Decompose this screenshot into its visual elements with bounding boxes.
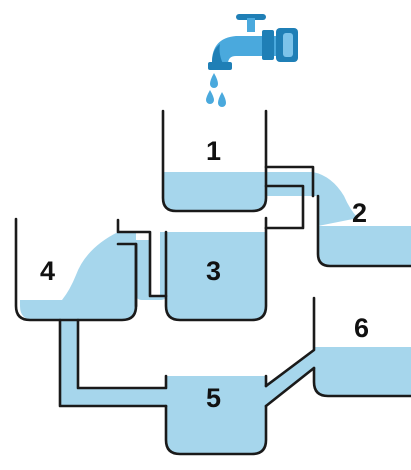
- pipe-4-5-outer-wall: [58, 318, 168, 408]
- water-tube-3-4: [136, 240, 166, 300]
- label-vessel-6: 6: [354, 313, 369, 343]
- water-pipe-4-5: [60, 318, 166, 406]
- tube-3-4-wall: [116, 218, 168, 298]
- vessel-1-wall: [161, 109, 268, 213]
- label-vessel-1: 1: [206, 136, 221, 166]
- pipe-1-2-bottom-wall: [264, 184, 305, 230]
- pipe-1-2-top-wall: [264, 165, 315, 198]
- faucet-icon: [208, 14, 298, 70]
- label-vessel-2: 2: [352, 198, 367, 228]
- faucet-ring: [262, 30, 274, 60]
- water-vessel-6: [314, 347, 411, 396]
- water-drop-icon: [210, 73, 218, 88]
- faucet-spout: [208, 62, 232, 70]
- label-vessel-5: 5: [206, 383, 221, 413]
- faucet-body-shade: [212, 44, 224, 66]
- faucet-handle-bar: [236, 14, 266, 20]
- water-pipe-5-6: [266, 350, 314, 406]
- label-vessel-4: 4: [40, 256, 55, 286]
- water-vessel-4: [20, 232, 136, 320]
- pipe-5-6-wall: [264, 296, 316, 388]
- water-layer: [20, 172, 411, 454]
- vessel-2-wall: [316, 194, 411, 268]
- water-drop-icon: [218, 92, 226, 107]
- water-vessel-2: [318, 226, 411, 266]
- vessel-5-wall: [164, 404, 268, 456]
- water-vessel-5: [166, 376, 266, 454]
- vessel-6-wall: [312, 366, 411, 398]
- vessel-4-wall: [14, 217, 138, 322]
- vessel-walls: [14, 109, 411, 456]
- vessel-3-wall: [164, 226, 268, 322]
- water-drops: [206, 73, 226, 107]
- faucet-body: [212, 36, 276, 66]
- label-vessel-3: 3: [206, 256, 221, 286]
- water-vessel-1: [163, 172, 358, 226]
- water-drop-icon: [206, 90, 214, 104]
- pipe-5-6-lower-wall: [264, 366, 316, 408]
- water-vessel-3: [160, 232, 266, 320]
- pipe-4-5-inner-wall: [76, 318, 168, 390]
- faucet-handle-stem: [247, 18, 255, 32]
- faucet-nut-face: [283, 33, 293, 57]
